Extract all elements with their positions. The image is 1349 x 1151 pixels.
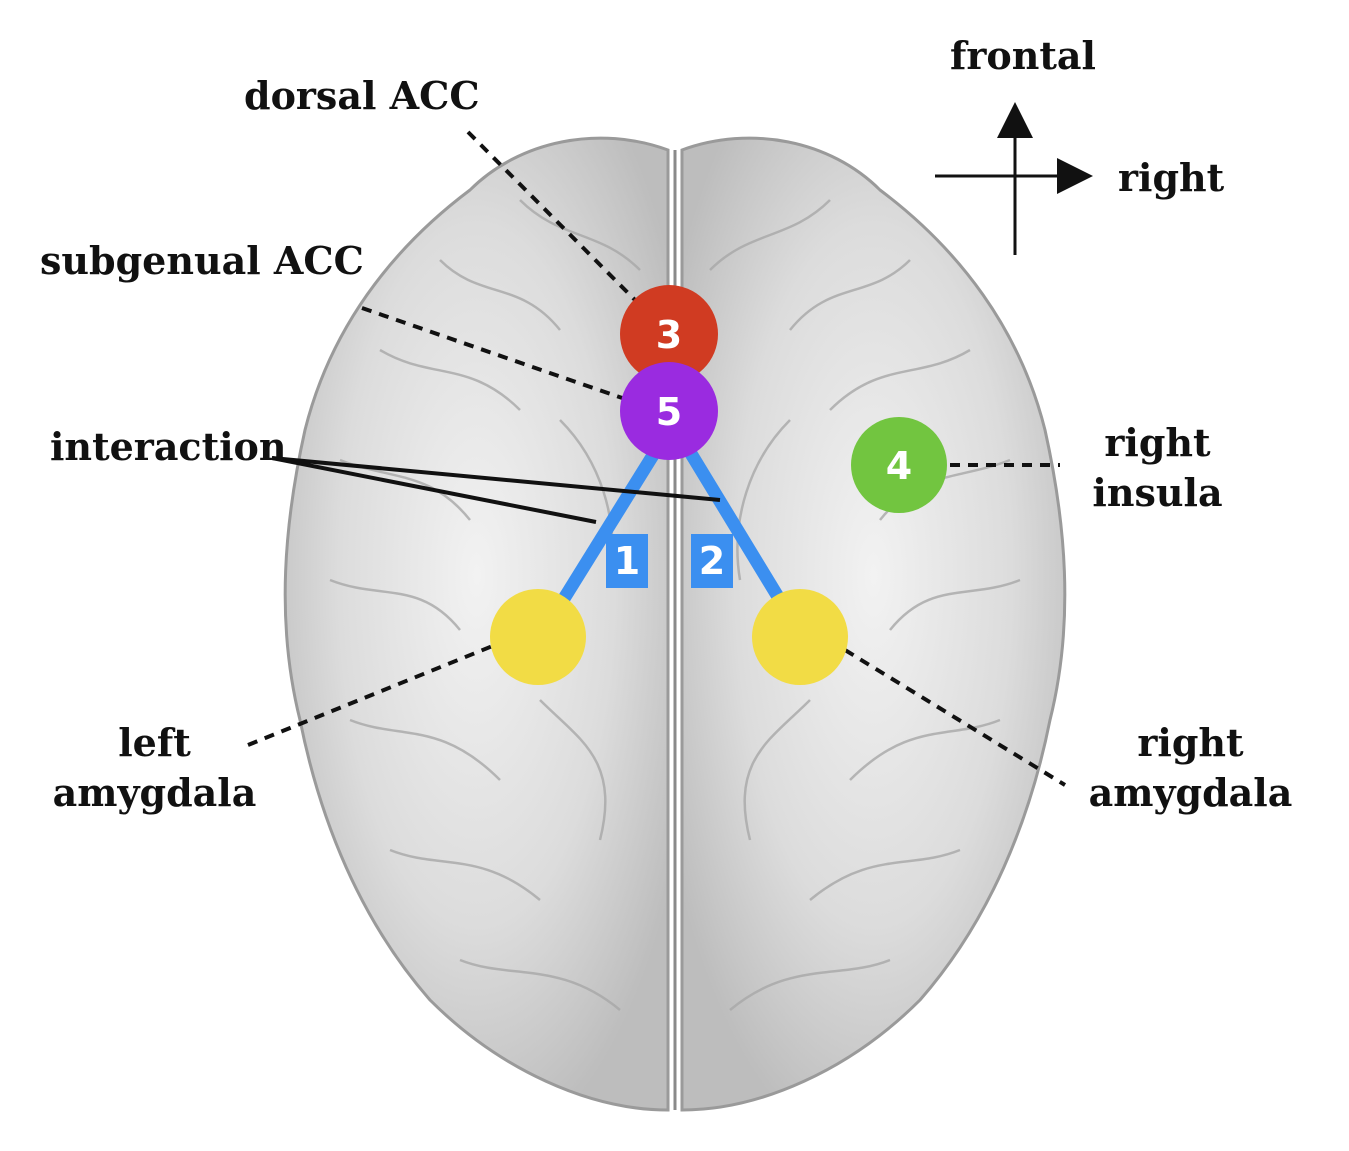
dorsal-acc-leader <box>466 130 642 307</box>
orientation-compass <box>935 102 1093 255</box>
right-amygdala-node <box>752 589 848 685</box>
right-amygdala-label: right amygdala <box>1088 718 1293 818</box>
left-amygdala-leader <box>247 643 496 747</box>
connection-path-2 <box>684 448 789 609</box>
interaction-label: interaction <box>50 424 287 469</box>
brain-illustration <box>283 136 1067 1112</box>
leader-lines <box>247 130 1067 787</box>
left-amygdala-node <box>490 589 586 685</box>
subgenual-acc-leader <box>361 306 629 402</box>
right-hemisphere <box>680 136 1067 1112</box>
left-amygdala-label-line2: amygdala <box>52 770 257 815</box>
right-amygdala-label-line1: right <box>1137 720 1244 765</box>
interaction-lines <box>271 456 721 524</box>
right-insula-label: right insula <box>1085 418 1230 518</box>
compass-up-label: frontal <box>950 33 1096 78</box>
subgenual-acc-label: subgenual ACC <box>40 238 364 283</box>
compass-right-label: right <box>1118 155 1225 200</box>
right-insula-label-line2: insula <box>1092 470 1223 515</box>
right-insula-number: 4 <box>886 444 912 488</box>
right-amygdala-label-line2: amygdala <box>1088 770 1293 815</box>
dorsal-acc-label: dorsal ACC <box>244 73 480 118</box>
connection-number-2: 2 <box>699 539 725 583</box>
gyri-texture <box>329 199 1021 1011</box>
dorsal-acc-node: 3 <box>620 285 718 383</box>
right-amygdala-leader <box>843 648 1067 787</box>
connection-paths <box>554 448 789 609</box>
left-amygdala-label: left amygdala <box>52 718 257 818</box>
dorsal-acc-number: 3 <box>656 313 682 357</box>
right-insula-label-line1: right <box>1104 420 1211 465</box>
right-insula-node: 4 <box>851 417 947 513</box>
connection-path-1 <box>554 448 661 609</box>
connection-badge-1: 1 <box>606 534 648 588</box>
subgenual-acc-node: 5 <box>620 362 718 460</box>
subgenual-acc-number: 5 <box>656 390 682 434</box>
connection-badge-2: 2 <box>691 534 733 588</box>
connection-number-1: 1 <box>614 539 640 583</box>
left-amygdala-label-line1: left <box>118 720 191 765</box>
